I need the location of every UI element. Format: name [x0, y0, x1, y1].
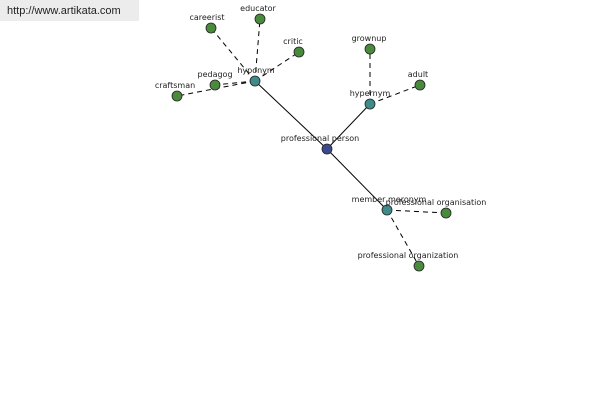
edge-hyponym-to-educator	[254, 18, 261, 82]
node-critic[interactable]	[293, 46, 305, 58]
node-careerist[interactable]	[205, 22, 217, 34]
node-label-careerist[interactable]: careerist	[189, 13, 224, 22]
node-label-pedagog[interactable]: pedagog	[197, 70, 232, 79]
edge-member-meronym-to-professional-organisation	[386, 209, 447, 214]
node-adult[interactable]	[414, 79, 426, 91]
node-hyponym[interactable]	[249, 75, 261, 87]
site-link[interactable]: http://www.artikata.com	[7, 5, 121, 17]
node-label-grownup[interactable]: grownup	[352, 34, 387, 43]
node-label-hyponym[interactable]: hyponym	[237, 66, 275, 75]
nodes-layer	[171, 13, 452, 272]
node-label-educator[interactable]: educator	[240, 4, 276, 13]
edge-hyponym-to-pedagog	[214, 80, 256, 86]
node-label-professional-person[interactable]: professional person	[281, 134, 359, 143]
node-educator[interactable]	[254, 13, 266, 25]
node-hypernym[interactable]	[364, 98, 376, 110]
node-member-meronym[interactable]	[381, 204, 393, 216]
edge-professional-person-to-hyponym	[254, 80, 328, 150]
node-pedagog[interactable]	[209, 79, 221, 91]
node-label-professional-organisation[interactable]: professional organisation	[386, 198, 487, 207]
node-professional-organization[interactable]	[413, 260, 425, 272]
edge-member-meronym-to-professional-organization	[386, 209, 420, 267]
node-grownup[interactable]	[364, 43, 376, 55]
node-professional-person[interactable]	[321, 143, 333, 155]
node-label-adult[interactable]: adult	[408, 70, 428, 79]
edge-hyponym-to-careerist	[210, 27, 256, 82]
labels-layer: professional person hyponym hypernym member…	[155, 4, 487, 260]
node-label-hypernym[interactable]: hypernym	[350, 89, 391, 98]
node-craftsman[interactable]	[171, 90, 183, 102]
node-label-craftsman[interactable]: craftsman	[155, 81, 195, 90]
edge-professional-person-to-hypernym	[326, 103, 371, 150]
node-label-professional-organization[interactable]: professional organization	[358, 251, 459, 260]
node-label-critic[interactable]: critic	[283, 37, 303, 46]
edge-professional-person-to-member-meronym	[326, 148, 388, 211]
node-label-member-meronym[interactable]: member meronym	[352, 195, 427, 204]
site-link-bar: http://www.artikata.com	[0, 0, 139, 21]
node-professional-organisation[interactable]	[440, 207, 452, 219]
